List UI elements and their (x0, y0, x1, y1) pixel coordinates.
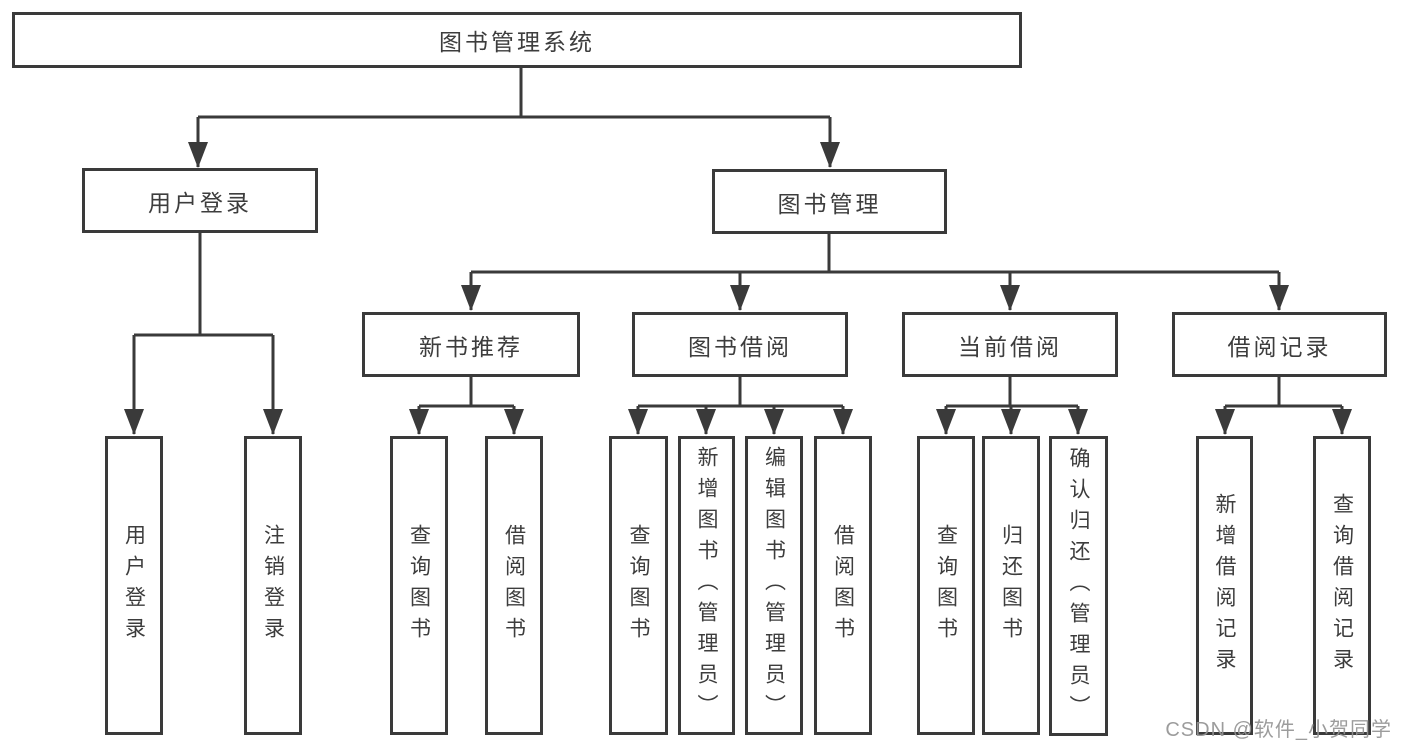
leaf-user-login: 用户登录 (105, 436, 163, 735)
leaf-query-books: 查询图书 (390, 436, 448, 735)
node-borrowing-records: 借阅记录 (1172, 312, 1387, 377)
leaf-confirm-return-admin: 确认归还（管理员） (1049, 436, 1108, 736)
leaf-label: 借阅图书 (831, 523, 855, 648)
csdn-watermark: CSDN @软件_小贺同学 (1165, 719, 1392, 741)
leaf-label: 新增图书（管理员） (695, 446, 718, 725)
leaf-label: 新增借阅记录 (1213, 492, 1236, 679)
node-root-system: 图书管理系统 (12, 12, 1022, 68)
node-book-management-branch: 图书管理 (712, 169, 947, 234)
leaf-query-books: 查询图书 (609, 436, 668, 735)
leaf-label: 归还图书 (999, 523, 1023, 648)
leaf-edit-books-admin: 编辑图书（管理员） (745, 436, 803, 735)
leaf-logout-login: 注销登录 (244, 436, 302, 735)
leaf-label: 确认归还（管理员） (1067, 446, 1090, 726)
leaf-label: 查询图书 (934, 523, 958, 648)
leaf-add-books-admin: 新增图书（管理员） (678, 436, 735, 735)
node-book-borrowing: 图书借阅 (632, 312, 848, 377)
leaf-label: 用户登录 (122, 523, 146, 648)
node-new-book-recommend: 新书推荐 (362, 312, 580, 377)
leaf-label: 注销登录 (261, 523, 285, 648)
leaf-label: 查询图书 (407, 523, 431, 648)
leaf-label: 借阅图书 (502, 523, 526, 648)
node-current-borrowing: 当前借阅 (902, 312, 1118, 377)
leaf-label: 查询图书 (627, 523, 650, 648)
leaf-label: 查询借阅记录 (1330, 492, 1354, 679)
leaf-borrow-books: 借阅图书 (485, 436, 543, 735)
leaf-query-borrow-record: 查询借阅记录 (1313, 436, 1371, 735)
node-user-login-branch: 用户登录 (82, 168, 318, 233)
leaf-query-books: 查询图书 (917, 436, 975, 735)
leaf-label: 编辑图书（管理员） (762, 446, 786, 725)
leaf-borrow-books: 借阅图书 (814, 436, 872, 735)
leaf-return-books: 归还图书 (982, 436, 1040, 735)
leaf-add-borrow-record: 新增借阅记录 (1196, 436, 1253, 735)
connector-arrows (124, 117, 1352, 435)
connector-rails (134, 66, 1342, 408)
